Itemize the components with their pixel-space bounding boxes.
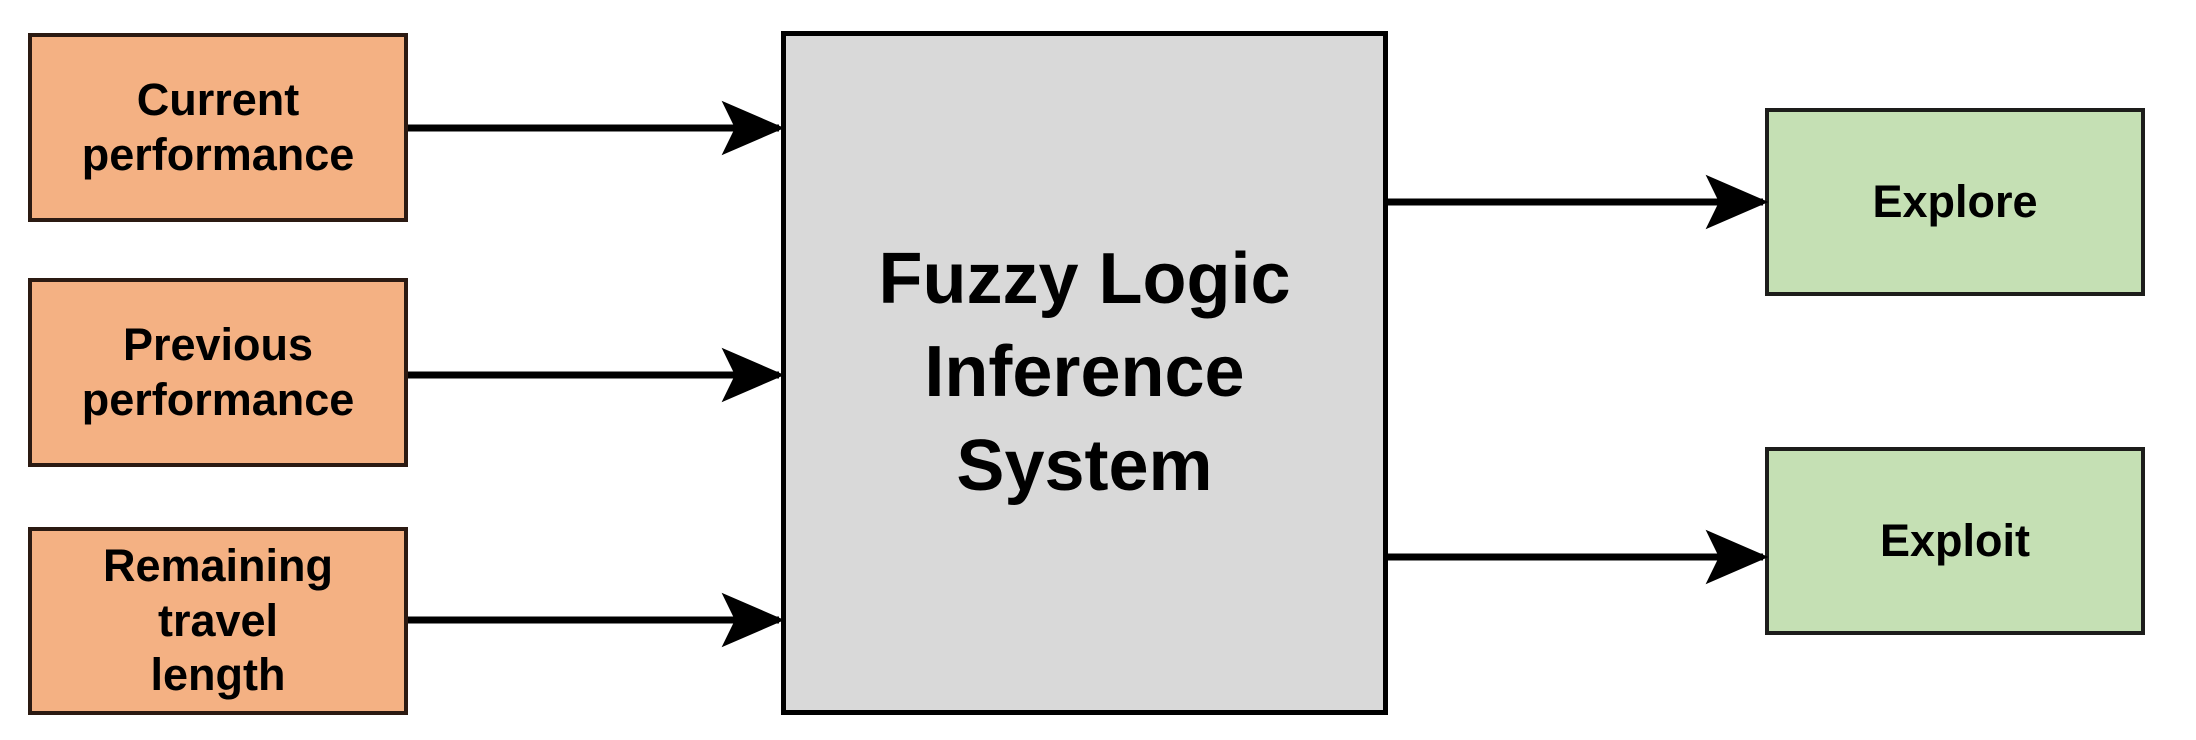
node-exploit-label: Exploit	[1879, 514, 2030, 566]
node-current-performance-label: Current performance	[81, 73, 355, 180]
node-fuzzy-logic-inference-system[interactable]: Fuzzy Logic Inference System	[781, 31, 1388, 715]
node-previous-performance-label: Previous performance	[81, 318, 355, 425]
node-exploit[interactable]: Exploit	[1765, 447, 2145, 635]
node-previous-performance[interactable]: Previous performance	[28, 278, 408, 467]
node-remaining-travel-length-label: Remaining travel length	[102, 539, 334, 701]
node-fuzzy-logic-inference-system-label: Fuzzy Logic Inference System	[878, 238, 1291, 506]
node-explore-label: Explore	[1872, 175, 2038, 227]
node-current-performance[interactable]: Current performance	[28, 33, 408, 222]
node-remaining-travel-length[interactable]: Remaining travel length	[28, 527, 408, 715]
node-explore[interactable]: Explore	[1765, 108, 2145, 296]
